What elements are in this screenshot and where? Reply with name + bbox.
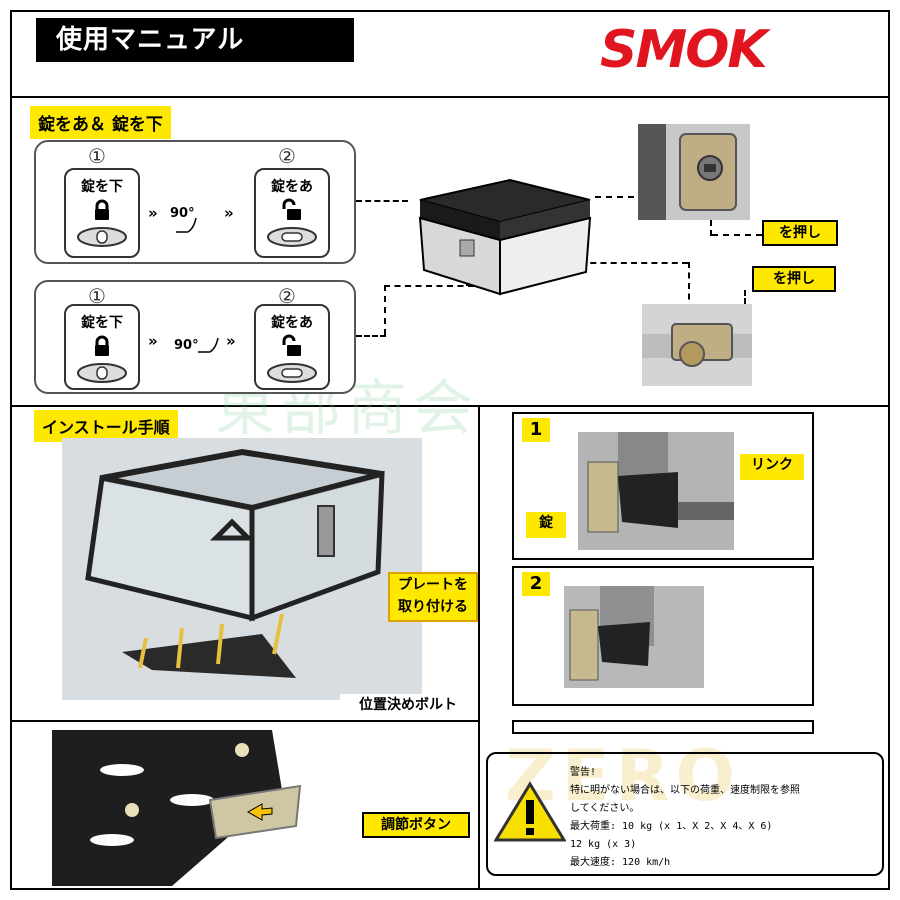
chevron-right-icon: » [226, 332, 236, 350]
lock-box-open: 錠をあ [254, 304, 330, 390]
topcase-photo [418, 178, 592, 296]
keyhole-icon [267, 227, 317, 247]
lock-label-open: 錠をあ [271, 179, 313, 195]
divider-lower-left [10, 720, 478, 722]
manual-frame [10, 10, 890, 890]
step2-panel [512, 566, 814, 706]
latch-photo-top [638, 124, 750, 220]
connector-line [595, 196, 645, 198]
latch-photo-bottom [642, 304, 752, 386]
connector-line [356, 335, 386, 337]
step-number-1: ① [88, 144, 106, 168]
warning-line: 最大荷重: 10 kg (x 1、X 2、X 4、X 6) [570, 821, 773, 832]
chevron-right-icon: » [148, 204, 158, 222]
connector-line [688, 262, 690, 310]
plate-callout-line1: プレートを [398, 577, 468, 593]
warning-line: 12 kg (x 3) [570, 839, 637, 850]
chevron-right-icon: » [148, 332, 158, 350]
lock-box-open: 錠をあ [254, 168, 330, 258]
padlock-open-icon [282, 198, 301, 220]
plate-callout-line2: 取り付ける [398, 599, 468, 615]
lock-label-closed: 錠を下 [81, 179, 123, 195]
install-section-label: インストール手順 [34, 410, 178, 442]
warning-line: 特に明がない場合は、以下の荷重、速度制限を参照 [570, 785, 800, 796]
step-number-2: ② [278, 144, 296, 168]
divider-vertical [478, 405, 480, 890]
rotation-arrow-icon [198, 337, 219, 353]
step2-photo [564, 586, 704, 688]
keyhole-icon [77, 227, 127, 247]
lock-box-closed: 錠を下 [64, 168, 140, 258]
lock-panel-1: ① 錠を下 » 90° » ② 錠をあ [34, 140, 356, 264]
step1-number: 1 [522, 418, 550, 442]
connector-line [356, 200, 408, 202]
connector-line [384, 285, 386, 335]
chevron-right-icon: » [224, 204, 234, 222]
padlock-closed-icon [95, 199, 109, 220]
lock-section-label: 錠をあ＆ 錠を下 [30, 106, 171, 139]
adjust-button-callout: 調節ボタン [362, 812, 470, 838]
press-callout-top: を押し [762, 220, 838, 246]
bolt-callout: 位置決めボルト [340, 694, 476, 720]
keyhole-icon [267, 363, 317, 383]
warning-line: してください。 [570, 803, 640, 814]
warning-line: 最大速度: 120 km/h [570, 857, 671, 868]
divider-middle [10, 405, 890, 407]
lock-panel-2: ① 錠を下 » 90° » ② 錠をあ [34, 280, 356, 394]
padlock-open-icon [282, 334, 301, 356]
press-callout-bottom: を押し [752, 266, 836, 292]
rotation-angle: 90° [174, 338, 199, 353]
lock-label-closed: 錠を下 [81, 315, 123, 331]
warning-box: 警告! 特に明がない場合は、以下の荷重、速度制限を参照 してください。 最大荷重… [486, 752, 884, 876]
connector-line [712, 234, 762, 236]
install-illustration [62, 438, 422, 700]
warning-title: 警告! [570, 767, 597, 778]
warning-text: 警告! 特に明がない場合は、以下の荷重、速度制限を参照 してください。 最大荷重… [570, 764, 800, 872]
warning-triangle-icon [494, 781, 566, 842]
link-label: リンク [740, 454, 804, 480]
plate-callout: プレートを 取り付ける [388, 572, 478, 622]
step-divider-bar [512, 720, 814, 734]
keyhole-icon [77, 363, 127, 383]
rotation-angle: 90° [170, 206, 195, 221]
connector-line [384, 285, 474, 287]
lock-label: 錠 [526, 512, 566, 538]
lock-label-open: 錠をあ [271, 315, 313, 331]
brand-logo: SMOK [600, 20, 768, 80]
rack-plate-illustration [52, 730, 302, 886]
lock-box-closed: 錠を下 [64, 304, 140, 390]
step1-panel [512, 412, 814, 560]
step1-photo [578, 432, 734, 550]
step-number-1: ① [88, 284, 106, 308]
page-title: 使用マニュアル [36, 18, 354, 62]
rotation-arrow-icon [176, 217, 197, 233]
divider-header [10, 96, 890, 98]
step-number-2: ② [278, 284, 296, 308]
padlock-closed-icon [95, 335, 109, 356]
step2-number: 2 [522, 572, 550, 596]
